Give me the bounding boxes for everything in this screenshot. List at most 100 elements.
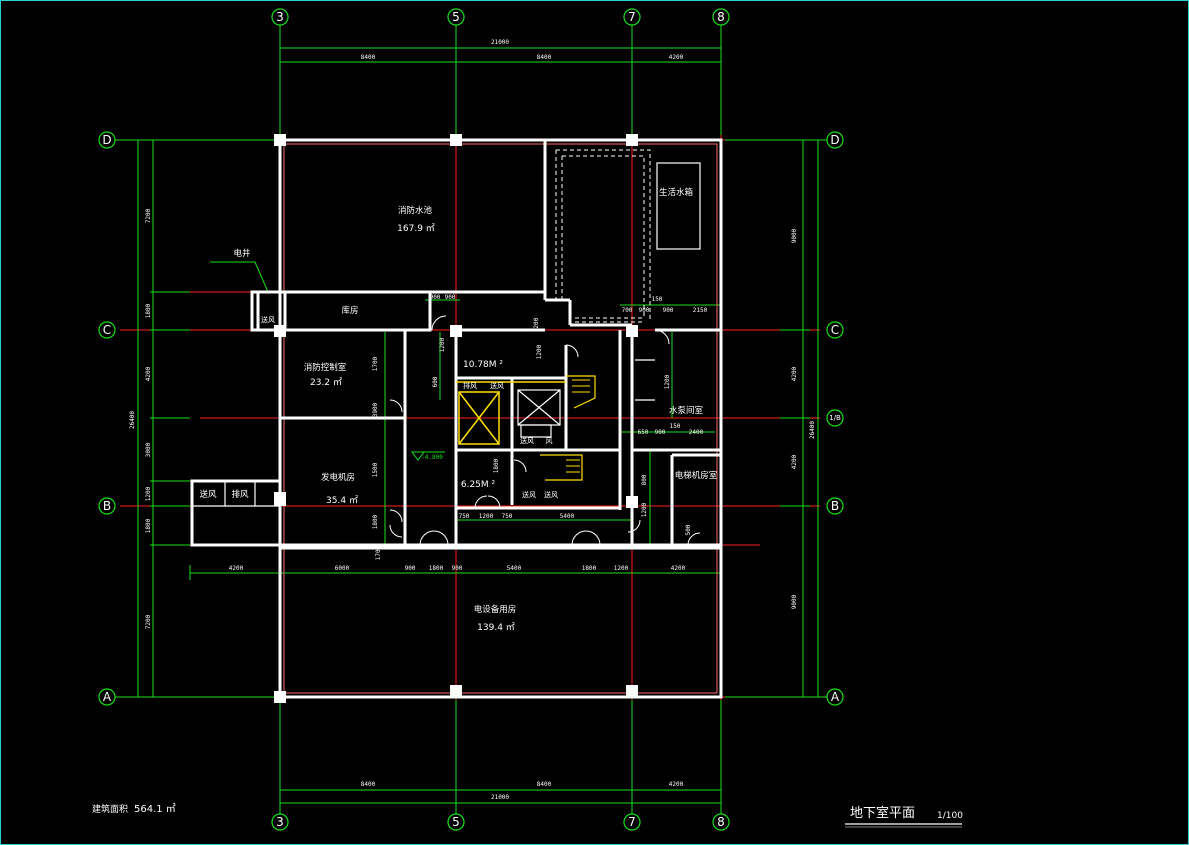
room-area-fire-pool: 167.9 ㎡ — [397, 223, 435, 234]
column — [274, 492, 286, 506]
dim-right-seg: 4200 — [791, 454, 798, 469]
column — [626, 496, 638, 508]
vent-label: 风 — [546, 437, 553, 445]
room-area-generator: 35.4 ㎡ — [326, 495, 358, 506]
column — [626, 325, 638, 337]
dim-core: 5400 — [560, 513, 575, 520]
dim-misc: 150 — [652, 296, 663, 303]
axis-label-7-bottom: 7 — [628, 815, 636, 829]
dim-right-seg: 9000 — [791, 594, 798, 609]
room-area-equipment: 139.4 ㎡ — [477, 622, 515, 633]
dim-top-seg: 8400 — [361, 54, 376, 61]
dim-mid: 900 — [452, 565, 463, 572]
room-area-lobby: 10.78M ² — [463, 360, 503, 370]
column — [626, 685, 638, 697]
dim-top-seg: 8400 — [537, 54, 552, 61]
structural-columns — [274, 134, 638, 703]
elevator-and-stairs — [456, 375, 596, 481]
axis-lines — [120, 30, 820, 800]
axis-label-B-left: B — [103, 499, 111, 513]
dim-mid: 4200 — [671, 565, 686, 572]
dim-misc: 150 — [670, 423, 681, 430]
axis-label-8-bottom: 8 — [717, 815, 725, 829]
dim-mid: 5400 — [507, 565, 522, 572]
dim-misc: 650 — [638, 429, 649, 436]
vent-label: 送风 — [490, 381, 504, 390]
axis-label-3-top: 3 — [276, 10, 284, 24]
dim-top-total: 21000 — [491, 39, 509, 46]
room-name-equipment: 电设备用房 — [474, 604, 517, 615]
walls — [190, 138, 723, 699]
dim-misc: 1700 — [372, 356, 379, 371]
dim-mid: 4200 — [229, 565, 244, 572]
dim-bottom-seg: 4200 — [669, 781, 684, 788]
axis-bubbles: 3 5 7 8 3 5 7 8 D C B A D C 1/B B A — [98, 8, 844, 831]
dim-misc: 700 — [622, 307, 633, 314]
dim-misc: 900 — [655, 429, 666, 436]
dim-mid: 900 — [405, 565, 416, 572]
dim-right-total: 26400 — [809, 421, 816, 439]
tank-dashed-outline — [555, 149, 701, 323]
axis-label-D-left: D — [102, 133, 111, 147]
total-area-label: 建筑面积 — [92, 803, 128, 815]
axis-label-1B-right: 1/B — [829, 414, 841, 422]
dim-mid: 6000 — [335, 565, 350, 572]
room-name-elec-room: 电梯机房室 — [675, 470, 718, 481]
svg-text:-4.800: -4.800 — [421, 454, 443, 461]
column — [626, 134, 638, 146]
dim-misc: 1200 — [533, 317, 540, 332]
column — [450, 325, 462, 337]
dim-misc: 1500 — [372, 462, 379, 477]
dim-bottom-seg: 8400 — [537, 781, 552, 788]
dim-misc: 900 — [445, 294, 456, 301]
axis-label-8-top: 8 — [717, 10, 725, 24]
axis-label-A-right: A — [831, 690, 840, 704]
dim-left-seg: 1200 — [145, 486, 152, 501]
dim-misc: 900 — [639, 307, 650, 314]
dim-right-seg: 4200 — [791, 366, 798, 381]
dim-left-seg: 7200 — [145, 614, 152, 629]
dimension-texts: 21000 8400 8400 4200 8400 8400 4200 2100… — [129, 39, 816, 801]
dim-left-total: 26400 — [129, 411, 136, 429]
column — [274, 134, 286, 146]
room-name-elec-shaft: 电井 — [233, 248, 250, 259]
drawing-title: 地下室平面 — [850, 805, 915, 821]
axis-label-B-right: B — [831, 499, 839, 513]
axis-label-5-bottom: 5 — [452, 815, 460, 829]
dim-misc: 900 — [430, 294, 441, 301]
dim-misc: 2400 — [689, 429, 704, 436]
room-name-pump: 水泵间室 — [669, 405, 704, 416]
column — [450, 134, 462, 146]
dim-misc: 3900 — [372, 402, 379, 417]
dim-mid: 1800 — [582, 565, 597, 572]
dim-misc: 1800 — [372, 514, 379, 529]
vent-label: 排风 — [463, 381, 477, 390]
axis-label-A-left: A — [103, 690, 112, 704]
dim-left-seg: 3000 — [145, 442, 152, 457]
column — [274, 325, 286, 337]
dim-misc: 500 — [685, 524, 692, 535]
dim-mid: 1800 — [429, 565, 444, 572]
dim-misc: 900 — [663, 307, 674, 314]
dim-misc: 2150 — [693, 307, 708, 314]
room-labels: 消防水池 167.9 ㎡ 生活水箱 电井 库房 消防控制室 23.2 ㎡ 发电机… — [199, 187, 717, 633]
vent-label: 送风 — [199, 489, 217, 500]
total-area-value: 564.1 ㎡ — [134, 803, 176, 815]
axis-label-C-left: C — [103, 323, 111, 337]
column — [274, 691, 286, 703]
room-area-fire-control: 23.2 ㎡ — [310, 377, 342, 388]
room-area-stair: 6.25M ² — [461, 480, 496, 490]
dim-bottom-seg: 8400 — [361, 781, 376, 788]
axis-label-5-top: 5 — [452, 10, 460, 24]
drawing-scale: 1/100 — [937, 811, 963, 821]
dim-top-seg: 4200 — [669, 54, 684, 61]
dim-core: 750 — [459, 513, 470, 520]
dim-core: 750 — [502, 513, 513, 520]
dim-core: 1200 — [479, 513, 494, 520]
dim-misc: 1200 — [439, 337, 446, 352]
vent-label: 送风 — [522, 490, 536, 499]
axis-label-7-top: 7 — [628, 10, 636, 24]
axis-label-3-bottom: 3 — [276, 815, 284, 829]
dim-misc: 1200 — [641, 502, 648, 517]
